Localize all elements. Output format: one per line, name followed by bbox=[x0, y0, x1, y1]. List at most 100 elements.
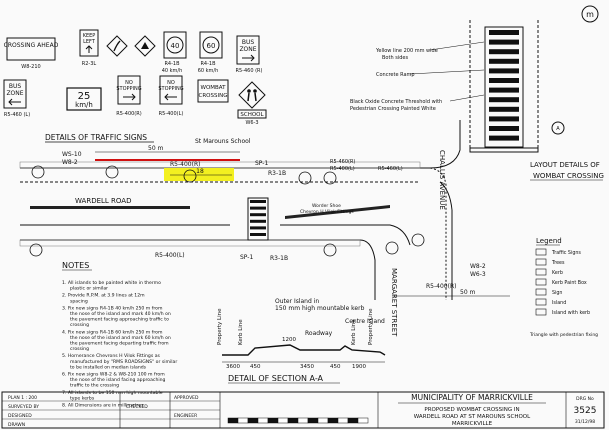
svg-text:Kerb Line: Kerb Line bbox=[351, 319, 357, 345]
tree-symbol bbox=[385, 241, 399, 255]
svg-text:ZONE: ZONE bbox=[239, 46, 256, 53]
svg-text:DETAIL OF SECTION A-A: DETAIL OF SECTION A-A bbox=[228, 374, 324, 383]
svg-text:40: 40 bbox=[171, 42, 180, 50]
svg-text:1200: 1200 bbox=[282, 337, 296, 343]
svg-text:A: A bbox=[556, 126, 560, 132]
svg-text:31/12/98: 31/12/98 bbox=[575, 419, 595, 425]
tree-symbol bbox=[411, 233, 425, 247]
svg-text:R5-400(L): R5-400(L) bbox=[159, 111, 184, 117]
svg-text:R5-400(L): R5-400(L) bbox=[155, 252, 185, 259]
scale-segment bbox=[227, 417, 239, 424]
sign-speed-25: 25 km/h bbox=[66, 87, 102, 111]
svg-text:m: m bbox=[586, 10, 594, 19]
tree-symbol bbox=[105, 165, 119, 179]
svg-text:WARDELL ROAD: WARDELL ROAD bbox=[75, 197, 131, 205]
svg-text:PLAN 1 : 200: PLAN 1 : 200 bbox=[8, 395, 37, 401]
scale-segment bbox=[277, 417, 289, 424]
svg-text:1900: 1900 bbox=[352, 364, 366, 370]
svg-text:CHECKED: CHECKED bbox=[126, 404, 148, 410]
sign-school-children: SCHOOL W6-3 bbox=[237, 81, 267, 126]
svg-text:R5-460(R): R5-460(R) bbox=[330, 159, 355, 165]
svg-text:SP-1: SP-1 bbox=[240, 254, 253, 261]
note-line: traffic to the crossing bbox=[70, 383, 119, 389]
svg-text:STOPPING: STOPPING bbox=[116, 86, 141, 92]
note-line: the nose of the island and mark 60 km/h … bbox=[70, 335, 171, 341]
svg-text:DRAWN: DRAWN bbox=[8, 422, 25, 428]
legend-label: Kerb Paint Box bbox=[552, 280, 587, 286]
tree-symbol bbox=[31, 165, 45, 179]
zebra-stripe bbox=[489, 135, 519, 141]
svg-text:R5-460 (R): R5-460 (R) bbox=[236, 68, 263, 74]
svg-text:3525: 3525 bbox=[574, 406, 597, 416]
plan-zebra-stripe bbox=[250, 213, 266, 217]
svg-text:WOMBAT: WOMBAT bbox=[201, 85, 227, 91]
legend-label: Island bbox=[552, 300, 566, 306]
zebra-stripe bbox=[489, 78, 519, 83]
svg-text:Property Line: Property Line bbox=[217, 308, 223, 345]
svg-text:R5-460 (L): R5-460 (L) bbox=[4, 112, 30, 118]
svg-text:W8-2: W8-2 bbox=[470, 263, 486, 270]
svg-text:km/h: km/h bbox=[75, 101, 93, 109]
layout-heading-2: WOMBAT CROSSING bbox=[533, 172, 604, 180]
note-line: the nose of the island facing approachin… bbox=[70, 377, 166, 383]
zebra-stripe bbox=[489, 58, 519, 64]
note-line: 5. Hornerance Chevrons H Vilok Fittings … bbox=[62, 353, 161, 359]
svg-text:25: 25 bbox=[78, 91, 91, 102]
scale-segment bbox=[307, 417, 319, 424]
note-line: the pavement facing departing traffic fr… bbox=[70, 341, 169, 347]
tree-symbol bbox=[183, 169, 197, 183]
sign-diamond-warning bbox=[134, 35, 156, 57]
svg-text:NO: NO bbox=[125, 80, 133, 86]
svg-text:STOPPING: STOPPING bbox=[158, 86, 183, 92]
note-line: 4. Fix new signs R4-1B 60 km/h 250 m fro… bbox=[62, 329, 163, 335]
legend-swatch bbox=[535, 308, 547, 316]
svg-text:W6-3: W6-3 bbox=[470, 271, 486, 278]
plan-view: 18 50 m St Marouns School WARDELL ROAD C… bbox=[19, 120, 510, 337]
sign-speed-40: 40 R4-1B 40 km/h bbox=[162, 31, 187, 74]
svg-text:Worder Shoe: Worder Shoe bbox=[312, 203, 341, 209]
svg-text:ENGINEER: ENGINEER bbox=[174, 413, 197, 419]
scale-segment bbox=[337, 417, 349, 424]
plan-zebra-stripe bbox=[250, 206, 266, 210]
zebra-stripe bbox=[489, 116, 519, 122]
notes-block: NOTES 1. All islands to be painted white… bbox=[62, 261, 177, 409]
plan-zebra-stripe bbox=[250, 226, 266, 230]
sign-bus-zone-right: BUS ZONE R5-460 (R) bbox=[236, 35, 263, 74]
svg-text:R3-1B: R3-1B bbox=[268, 170, 286, 177]
note-line: spacing bbox=[70, 298, 88, 304]
svg-text:ZONE: ZONE bbox=[6, 90, 23, 97]
note-line: 6. Fix new signs W8-2 & W8-210 100 m fro… bbox=[62, 372, 165, 378]
svg-text:Chevron H Vilok Fittings: Chevron H Vilok Fittings bbox=[300, 209, 354, 215]
layout-heading-1: LAYOUT DETAILS OF bbox=[530, 161, 600, 169]
svg-text:WARDELL ROAD AT ST MAROUNS SCH: WARDELL ROAD AT ST MAROUNS SCHOOL bbox=[414, 414, 531, 420]
svg-text:MARGARET STREET: MARGARET STREET bbox=[390, 268, 398, 337]
zebra-stripe bbox=[489, 39, 519, 45]
svg-text:Centre Island: Centre Island bbox=[345, 318, 385, 325]
svg-text:CROSSING: CROSSING bbox=[199, 93, 228, 99]
note-line: the nose of the island and mark 40 km/h … bbox=[70, 311, 171, 317]
zebra-stripe bbox=[489, 87, 519, 93]
legend-label: Island with kerb bbox=[552, 310, 590, 316]
legend-swatch bbox=[535, 248, 547, 256]
svg-text:Both sides: Both sides bbox=[382, 55, 408, 61]
svg-text:LEFT: LEFT bbox=[83, 39, 96, 45]
sign-wombat-crossing: WOMBAT CROSSING bbox=[197, 79, 229, 103]
svg-text:450: 450 bbox=[330, 364, 341, 370]
svg-text:W8-2: W8-2 bbox=[62, 159, 78, 166]
note-line: crossing bbox=[70, 322, 89, 328]
svg-text:3450: 3450 bbox=[300, 364, 314, 370]
section-a-a: Outer Island in 150 mm high mountable ke… bbox=[217, 298, 386, 384]
svg-text:W8-210: W8-210 bbox=[21, 64, 40, 70]
svg-text:MARRICKVILLE: MARRICKVILLE bbox=[452, 421, 493, 427]
scale-segment bbox=[237, 417, 249, 424]
scale-segment bbox=[347, 417, 359, 424]
plan-zebra-stripe bbox=[250, 219, 266, 223]
svg-text:Triangle with pedestrian fixin: Triangle with pedestrian fixing bbox=[529, 332, 598, 338]
svg-text:40 km/h: 40 km/h bbox=[162, 68, 183, 74]
legend-label: Trees bbox=[551, 260, 565, 266]
scale-segment bbox=[267, 417, 279, 424]
legend-label: Traffic Signs bbox=[551, 250, 581, 256]
scale-segment bbox=[297, 417, 309, 424]
svg-text:KEEP: KEEP bbox=[83, 33, 96, 39]
